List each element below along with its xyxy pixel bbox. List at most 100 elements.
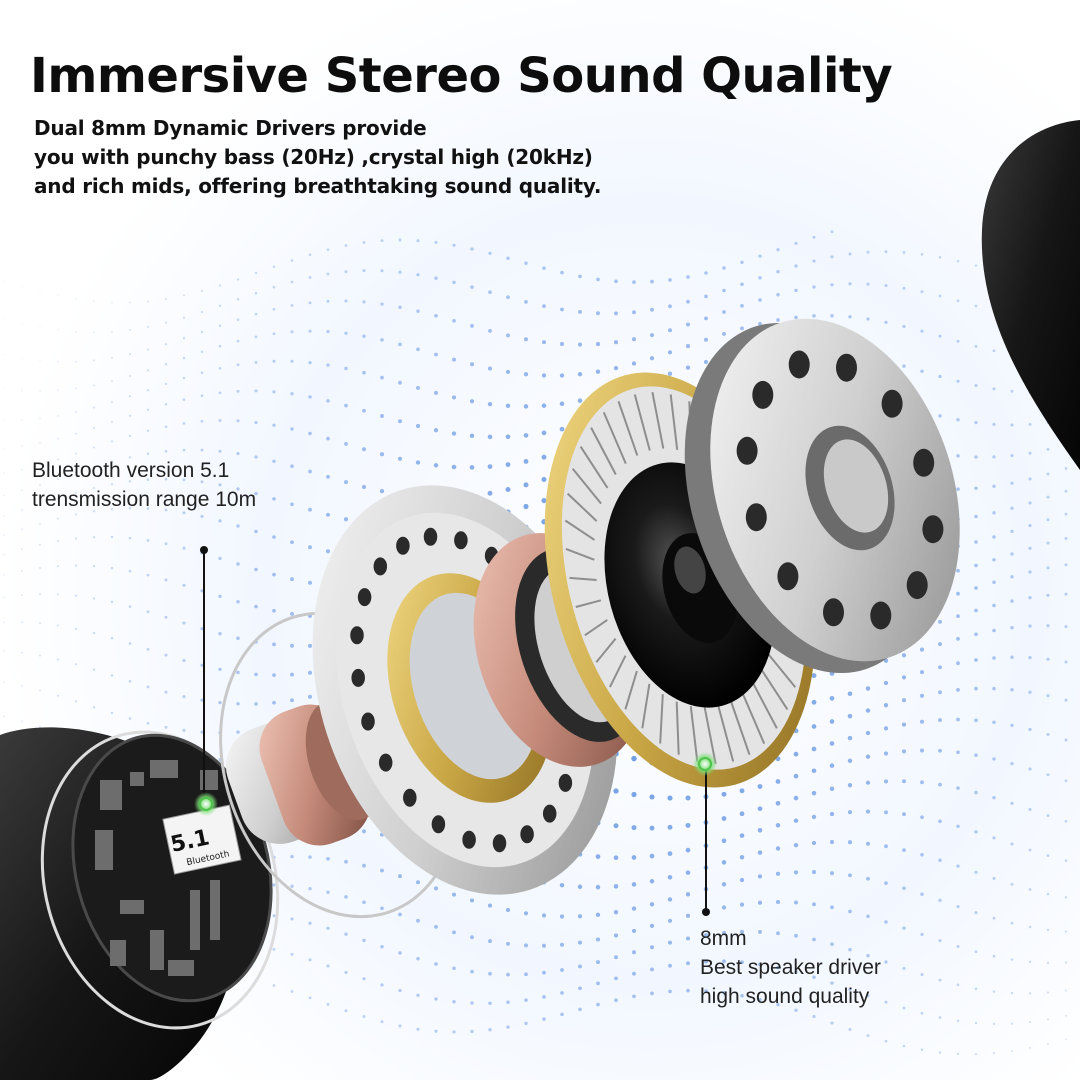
wave-dot	[93, 406, 95, 409]
wave-dot	[290, 540, 294, 545]
wave-dot	[1010, 1049, 1014, 1053]
wave-dot	[308, 276, 312, 279]
wave-dot	[631, 882, 637, 887]
wave-dot	[110, 600, 114, 604]
wave-dot	[3, 515, 5, 517]
wave-dot	[326, 1003, 330, 1006]
wave-dot	[974, 586, 978, 590]
wave-dot	[146, 388, 150, 392]
wave-dot	[631, 928, 637, 933]
wave-dot	[236, 730, 240, 734]
driver-spoke	[579, 446, 609, 489]
wave-dot	[685, 344, 691, 349]
wave-dot	[3, 596, 5, 599]
wave-dot	[254, 335, 258, 339]
wave-dot	[362, 977, 366, 981]
wave-dot	[794, 264, 798, 268]
wave-dot	[470, 362, 474, 367]
wave-dot	[254, 389, 258, 393]
wave-dot	[307, 643, 313, 648]
wave-dot	[667, 824, 673, 830]
wave-dot	[1028, 422, 1032, 426]
wave-dot	[739, 902, 745, 907]
wave-dot	[451, 395, 457, 400]
wave-dot	[254, 672, 258, 677]
wave-dot	[415, 460, 421, 465]
wave-dot	[1010, 958, 1014, 961]
wave-dot	[487, 366, 493, 371]
wave-dot	[110, 507, 114, 511]
wave-dot	[39, 359, 41, 362]
wave-dot	[57, 517, 59, 520]
wave-dot	[254, 604, 258, 609]
wave-dot	[272, 390, 276, 394]
plate-hole	[357, 588, 372, 607]
wave-dot	[344, 859, 348, 864]
wave-dot	[901, 698, 907, 703]
wave-dot	[344, 270, 348, 274]
driver-spoke	[759, 667, 789, 710]
wave-dot	[757, 850, 763, 855]
wave-dot	[74, 663, 78, 666]
wave-dot	[883, 680, 889, 686]
wave-dot	[811, 768, 817, 774]
wave-dot	[901, 722, 907, 727]
wave-dot	[362, 1015, 366, 1018]
wave-dot	[110, 674, 114, 677]
wave-dot	[776, 931, 780, 936]
wave-dot	[57, 415, 59, 417]
wave-dot	[776, 293, 780, 297]
wave-dot	[1046, 624, 1050, 628]
wave-dot	[21, 286, 23, 288]
wave-dot	[398, 270, 402, 274]
wave-dot	[308, 395, 312, 399]
wave-dot	[308, 361, 312, 365]
wave-dot	[362, 447, 366, 452]
driver-spoke	[729, 700, 751, 756]
driver-spoke	[602, 412, 627, 464]
wave-dot	[380, 302, 384, 306]
wave-dot	[992, 628, 996, 633]
wave-dot	[308, 580, 312, 585]
wave-dot	[39, 463, 41, 466]
wave-dot	[613, 933, 619, 938]
driver-spoke	[766, 651, 797, 688]
wave-dot	[830, 314, 834, 318]
wave-dot	[506, 256, 510, 260]
wave-dot	[884, 284, 888, 288]
wave-dot	[56, 540, 60, 543]
wave-dot	[1046, 448, 1050, 451]
wave-dot	[200, 627, 204, 631]
wave-dot	[668, 328, 672, 333]
wave-dot	[721, 816, 727, 821]
wave-dot	[1064, 896, 1068, 899]
wave-dot	[793, 843, 799, 848]
wave-dot	[93, 359, 95, 362]
wave-dot	[667, 350, 673, 355]
wave-dot	[56, 658, 60, 661]
wave-dot	[487, 434, 493, 440]
wave-dot	[74, 537, 78, 540]
wave-dot	[830, 1021, 834, 1025]
wave-dot	[236, 487, 240, 491]
wave-dot	[74, 471, 78, 474]
wave-dot	[434, 276, 438, 280]
wave-dot	[920, 1048, 924, 1052]
wave-dot	[578, 964, 582, 969]
wave-dot	[325, 549, 331, 554]
wave-dot	[362, 408, 366, 413]
wave-dot	[830, 230, 834, 234]
wave-dot	[722, 931, 726, 935]
wave-dot	[308, 694, 312, 699]
wave-dot	[685, 822, 691, 828]
wave-dot	[75, 298, 77, 300]
wave-dot	[685, 913, 691, 918]
wave-dot	[974, 718, 978, 723]
wave-dot	[434, 997, 438, 1001]
wave-dot	[1064, 489, 1068, 493]
wave-dot	[56, 624, 60, 627]
wave-dot	[290, 917, 294, 921]
wave-dot	[757, 828, 763, 833]
wave-dot	[956, 1019, 960, 1023]
wave-dot	[812, 259, 816, 263]
